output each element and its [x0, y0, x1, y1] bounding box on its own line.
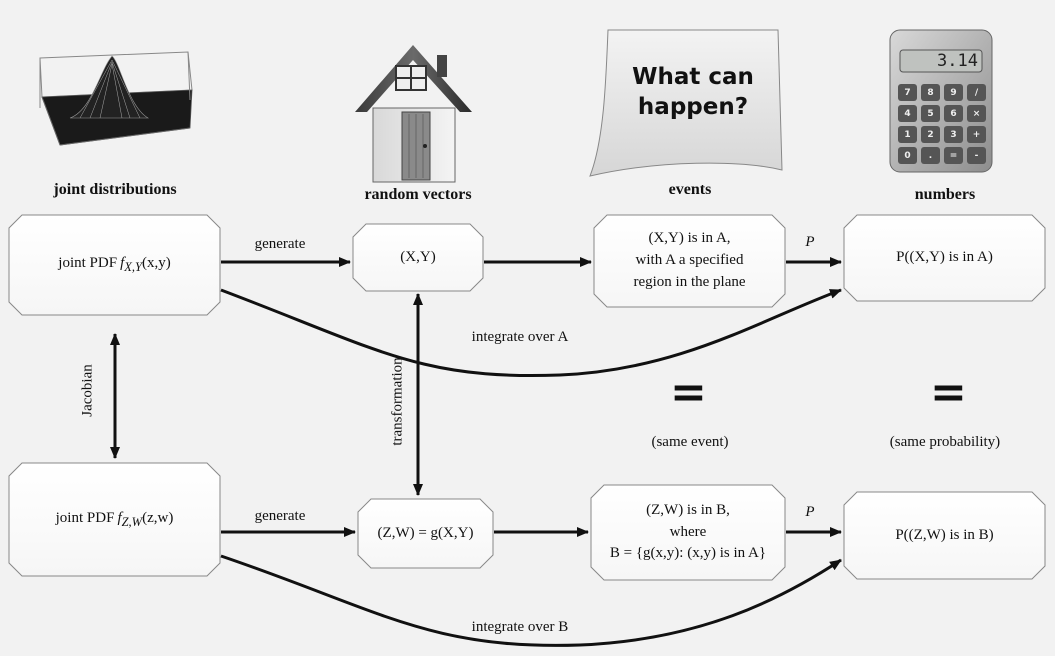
label-generate-bottom: generate: [254, 508, 306, 524]
label-p-top: P: [805, 234, 815, 250]
random-vector-xy-label: (X,Y): [400, 248, 436, 265]
label-jacobian: Jacobian: [79, 364, 96, 417]
box-joint-pdf-zw: [8, 462, 221, 577]
calculator-key: 0: [898, 147, 917, 164]
note-icon: [589, 29, 783, 177]
calculator-key: 9: [944, 84, 963, 101]
house-icon: [355, 45, 472, 183]
label-generate-top: generate: [254, 236, 306, 252]
random-vector-zw-label: (Z,W) = g(X,Y): [377, 524, 474, 541]
calculator-key: .: [921, 147, 940, 164]
header-numbers: numbers: [914, 186, 976, 203]
surface-plot-icon: [39, 51, 193, 146]
label-integrate-a: integrate over A: [471, 329, 569, 345]
box-joint-pdf-xy: [8, 214, 221, 316]
calculator-key: =: [944, 147, 963, 164]
label-transformation: transformation: [389, 357, 406, 446]
event-b-label: (Z,W) is in B, where B = {g(x,y): (x,y) …: [609, 501, 767, 562]
label-p-bottom: P: [805, 504, 815, 520]
calculator-key: 1: [898, 126, 917, 143]
header-joint-distributions: joint distributions: [53, 181, 177, 198]
prob-b-label: P((Z,W) is in B): [895, 526, 994, 543]
header-random-vectors: random vectors: [364, 186, 472, 203]
calculator-key: 2: [921, 126, 940, 143]
header-events: events: [668, 181, 712, 198]
calculator-key: ×: [967, 105, 986, 122]
calculator-key: 7: [898, 84, 917, 101]
calculator-key: 6: [944, 105, 963, 122]
box-random-vector-xy: [352, 223, 484, 292]
arrow-integrate-b: [220, 554, 842, 647]
calculator-key: 5: [921, 105, 940, 122]
calculator-key: -: [967, 147, 986, 164]
joint-pdf-xy-label: joint PDF fX,Y(x,y): [58, 255, 171, 275]
box-prob-b: [843, 491, 1046, 580]
calculator-key: 3: [944, 126, 963, 143]
calculator-key: 4: [898, 105, 917, 122]
joint-pdf-zw-label: joint PDF fZ,W(z,w): [55, 509, 174, 529]
calculator-key: /: [967, 84, 986, 101]
box-event-b: [590, 484, 786, 581]
calculator-key: +: [967, 126, 986, 143]
equals-event: =: [670, 367, 707, 418]
prob-a-label: P((X,Y) is in A): [896, 249, 993, 266]
same-event-note: (same event): [651, 434, 729, 450]
same-probability-note: (same probability): [889, 434, 1001, 450]
calculator-key: 8: [921, 84, 940, 101]
label-integrate-b: integrate over B: [471, 619, 569, 635]
calculator-display: 3.14: [937, 51, 978, 71]
box-random-vector-zw: [357, 498, 494, 569]
equals-probability: =: [930, 367, 967, 418]
arrow-integrate-a: [220, 288, 842, 377]
box-event-a: [593, 214, 786, 308]
event-a-label: (X,Y) is in A, with A a specified region…: [633, 230, 746, 290]
note-text: What can happen?: [632, 64, 754, 120]
box-prob-a: [843, 214, 1046, 302]
